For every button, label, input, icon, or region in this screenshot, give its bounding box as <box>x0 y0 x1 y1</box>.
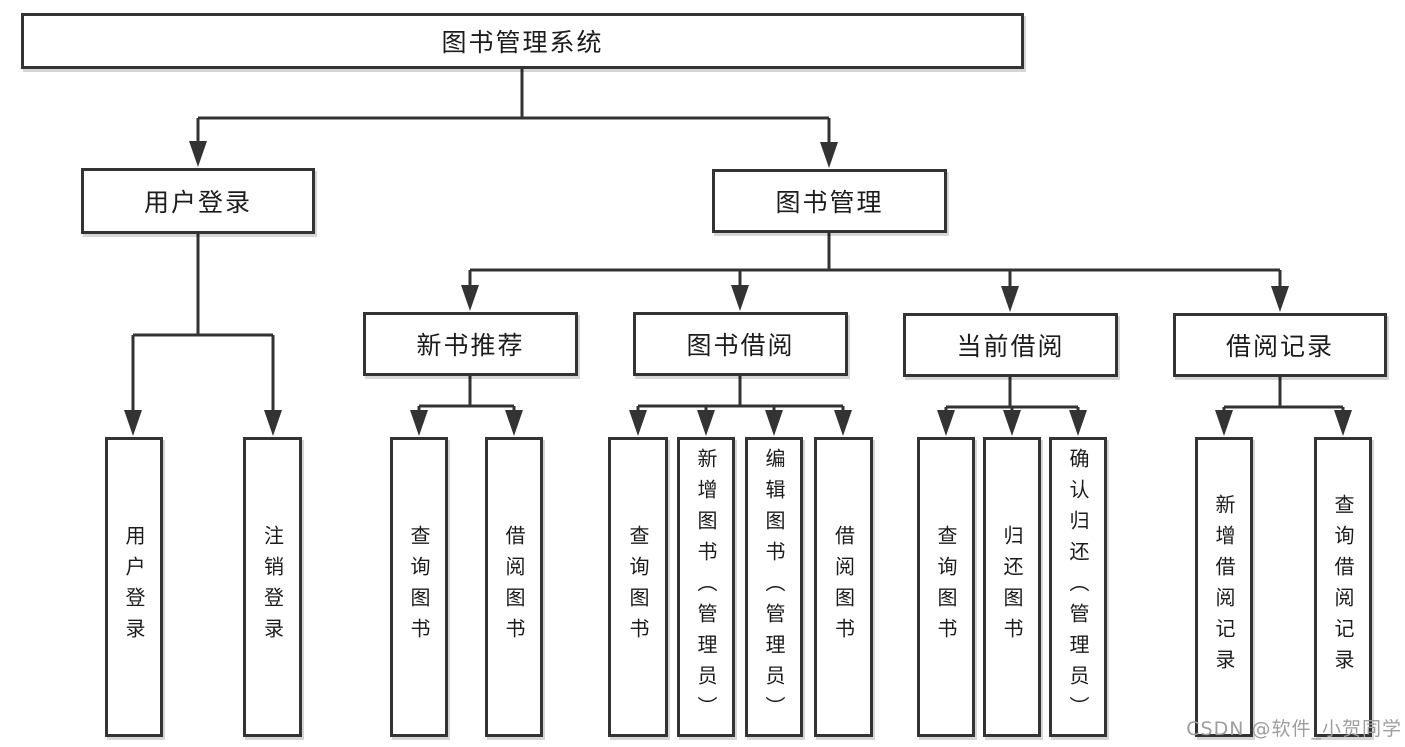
node-borrow-record: 借阅记录 <box>1173 313 1387 377</box>
node-library-management-system: 图书管理系统 <box>21 13 1024 69</box>
node-label: 借阅图书 <box>502 525 526 649</box>
node-label: 查询借阅记录 <box>1331 494 1355 680</box>
node-leaf-add-book-admin: 新增图书（管理员） <box>677 437 735 737</box>
node-label: 新增借阅记录 <box>1212 494 1236 680</box>
node-leaf-borrow-book-2: 借阅图书 <box>814 437 873 737</box>
node-leaf-edit-book-admin: 编辑图书（管理员） <box>745 437 803 737</box>
node-label: 用户登录 <box>122 525 146 649</box>
node-leaf-query-book-2: 查询图书 <box>608 437 668 737</box>
node-leaf-user-login: 用户登录 <box>105 437 163 737</box>
node-leaf-confirm-return-admin: 确认归还（管理员） <box>1049 437 1107 737</box>
node-label: 查询图书 <box>934 525 958 649</box>
node-leaf-query-borrow-record: 查询借阅记录 <box>1314 437 1372 737</box>
node-label: 查询图书 <box>626 525 650 649</box>
node-leaf-query-book-3: 查询图书 <box>917 437 975 737</box>
node-book-borrow: 图书借阅 <box>633 312 848 376</box>
node-leaf-query-book-1: 查询图书 <box>390 437 448 737</box>
node-label: 新增图书（管理员） <box>694 447 718 727</box>
node-label: 查询图书 <box>407 525 431 649</box>
node-leaf-logout: 注销登录 <box>243 437 302 737</box>
node-label: 归还图书 <box>1000 525 1024 649</box>
node-new-book-recommend: 新书推荐 <box>363 312 578 376</box>
node-book-management-branch: 图书管理 <box>712 169 947 233</box>
node-leaf-add-borrow-record: 新增借阅记录 <box>1195 437 1253 737</box>
node-label: 注销登录 <box>260 525 285 649</box>
csdn-watermark: CSDN @软件_小贺同学 <box>1186 718 1402 740</box>
node-label: 借阅图书 <box>831 525 856 649</box>
node-user-login-branch: 用户登录 <box>81 168 315 234</box>
node-leaf-return-book: 归还图书 <box>983 437 1041 737</box>
node-label: 确认归还（管理员） <box>1066 447 1090 727</box>
node-leaf-borrow-book-1: 借阅图书 <box>485 437 543 737</box>
node-current-borrow: 当前借阅 <box>903 313 1118 377</box>
node-label: 编辑图书（管理员） <box>762 447 786 727</box>
